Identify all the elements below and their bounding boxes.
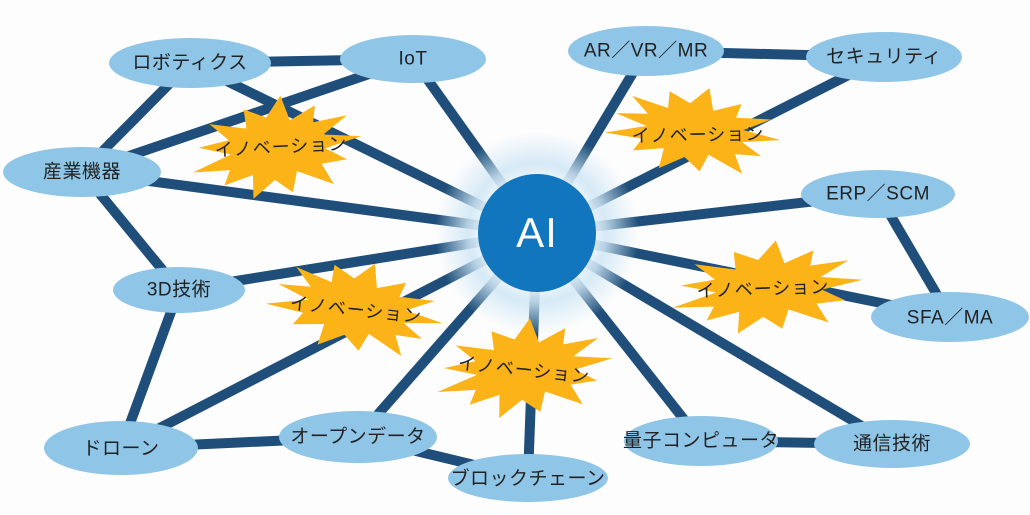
node-open-data bbox=[279, 411, 437, 463]
node-label-drone: ドローン bbox=[82, 438, 160, 460]
nodes bbox=[3, 26, 1029, 502]
node-industrial-equipment bbox=[3, 147, 161, 197]
node-label-open-data: オープンデータ bbox=[290, 426, 426, 448]
ai-hub-label: AI bbox=[516, 209, 558, 256]
node-label-communication-technology: 通信技術 bbox=[852, 433, 932, 455]
node-blockchain bbox=[448, 454, 608, 502]
node-label-erp-scm: ERP／SCM bbox=[826, 183, 930, 205]
node-erp-scm bbox=[801, 170, 955, 218]
burst-label-innovation-right: イノベーション bbox=[696, 276, 830, 302]
burst-innovation-top-right bbox=[604, 88, 781, 174]
node-security bbox=[806, 32, 962, 82]
node-label-blockchain: ブロックチェーン bbox=[450, 468, 606, 490]
bursts bbox=[192, 88, 863, 418]
node-label-quantum-computer: 量子コンピュータ bbox=[622, 430, 780, 452]
node-3d-technology bbox=[113, 267, 245, 313]
burst-innovation-left-middle bbox=[265, 263, 443, 357]
burst-innovation-top-left bbox=[192, 95, 362, 199]
node-label-security: セキュリティ bbox=[826, 46, 942, 68]
node-sfa-ma bbox=[871, 292, 1029, 342]
node-quantum-computer bbox=[624, 416, 778, 466]
node-label-iot: IoT bbox=[398, 48, 428, 70]
burst-innovation-bottom-center bbox=[437, 318, 613, 418]
node-label-ar-vr-mr: AR／VR／MR bbox=[583, 40, 709, 62]
node-label-industrial-equipment: 産業機器 bbox=[42, 161, 122, 183]
node-ar-vr-mr bbox=[568, 26, 724, 76]
ai-hub-circle bbox=[478, 174, 596, 292]
node-label-robotics: ロボティクス bbox=[132, 52, 248, 74]
node-drone bbox=[44, 421, 198, 475]
node-communication-technology bbox=[814, 420, 970, 468]
node-iot bbox=[340, 35, 486, 83]
node-robotics bbox=[109, 38, 271, 88]
burst-innovation-right bbox=[672, 240, 863, 334]
node-label-3d-technology: 3D技術 bbox=[146, 279, 212, 301]
burst-label-innovation-top-right: イノベーション bbox=[631, 123, 765, 147]
node-label-sfa-ma: SFA／MA bbox=[906, 307, 994, 329]
